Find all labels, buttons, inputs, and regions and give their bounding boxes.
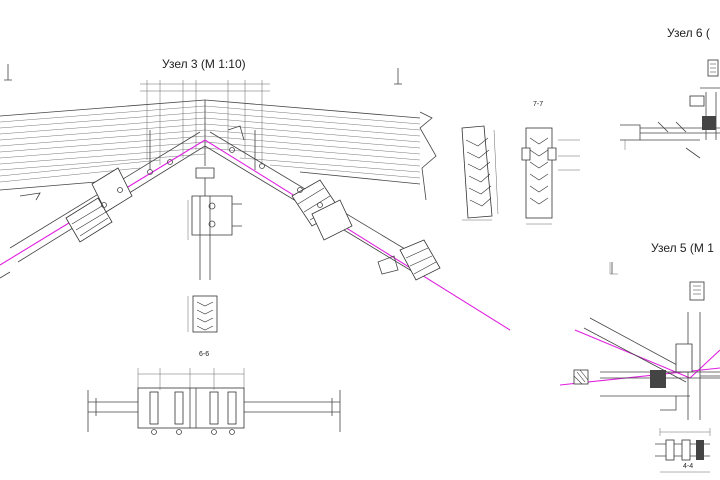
section-7-7-right <box>521 127 580 225</box>
section-7-7-left <box>461 125 499 221</box>
roof-slab-right <box>204 99 437 201</box>
truss-member-left <box>0 131 206 279</box>
title-node-5: Узел 5 (М 1 <box>651 241 714 255</box>
section-label-7-7: 7-7 <box>533 101 543 108</box>
bottom-beam-section <box>87 368 341 435</box>
node-5-detail <box>573 262 720 420</box>
section-6-6-block <box>187 295 218 333</box>
node-6-detail <box>620 59 720 159</box>
ridge-node <box>187 125 245 280</box>
truss-member-right <box>204 131 441 281</box>
ridge-dimensions <box>140 80 270 170</box>
elevation-markers <box>4 64 613 274</box>
title-node-6: Узел 6 ( <box>667 26 710 40</box>
title-node-3: Узел 3 (М 1:10) <box>162 57 246 71</box>
section-label-6-6: 6-6 <box>199 351 209 358</box>
section-label-4-4: 4-4 <box>683 463 693 470</box>
section-4-4 <box>655 428 711 473</box>
